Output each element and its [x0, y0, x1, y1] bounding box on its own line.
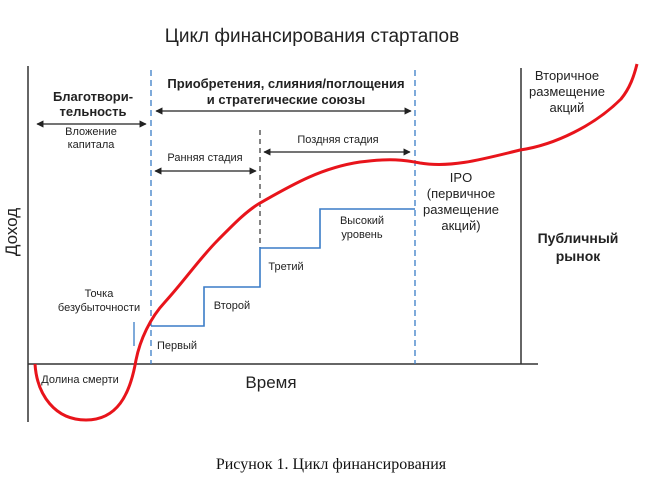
charity-label-line2: тельность: [59, 104, 126, 119]
round-first-label: Первый: [157, 340, 197, 352]
round-high-label-line2: уровень: [341, 229, 383, 241]
round-high-label-line1: Высокий: [340, 215, 384, 227]
mna-label-line1: Приобретения, слияния/поглощения: [167, 76, 404, 91]
round-second-label: Второй: [214, 300, 250, 312]
late-stage-label: Поздняя стадия: [297, 134, 378, 146]
ipo-label-line3: размещение: [423, 202, 499, 217]
figure-caption: Рисунок 1. Цикл финансирования: [216, 456, 447, 473]
ipo-label-line4: акций): [441, 218, 480, 233]
public-market-line2: рынок: [556, 248, 602, 264]
funding-rounds-steps: [151, 208, 415, 327]
public-market-line1: Публичный: [538, 230, 619, 246]
charity-label-line1: Благотвори-: [53, 89, 133, 104]
mna-label-line2: и стратегические союзы: [207, 92, 365, 107]
capital-label-line1: Вложение: [65, 126, 117, 138]
revenue-curve: [33, 63, 639, 422]
capital-label-line2: капитала: [68, 139, 116, 151]
breakeven-label-line1: Точка: [85, 288, 115, 300]
valley-of-death-label: Долина смерти: [41, 374, 119, 386]
ipo-label-line1: IPO: [450, 170, 472, 185]
secondary-label-line2: размещение: [529, 84, 605, 99]
secondary-label-line3: акций: [550, 100, 585, 115]
round-third-label: Третий: [268, 261, 303, 273]
x-axis-label: Время: [245, 373, 296, 392]
ipo-label-line2: (первичное: [427, 186, 495, 201]
diagram-title: Цикл финансирования стартапов: [165, 26, 459, 47]
secondary-label-line1: Вторичное: [535, 68, 599, 83]
y-axis-label: Доход: [2, 208, 21, 256]
early-stage-label: Ранняя стадия: [167, 152, 242, 164]
breakeven-label-line2: безубыточности: [58, 302, 140, 314]
